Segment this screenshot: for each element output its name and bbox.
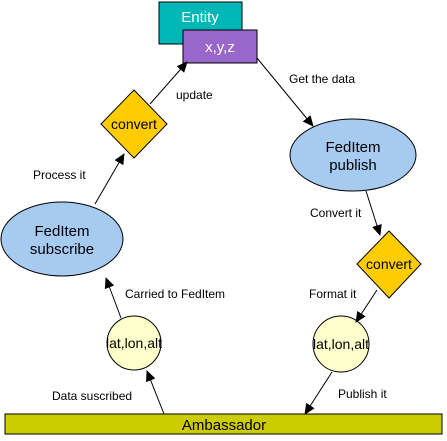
- convert-diamond-left: [100, 89, 168, 159]
- feditem-publish-line2: publish: [329, 157, 377, 174]
- latlon-right-label: lat,lon,alt: [313, 336, 369, 352]
- edge-label-data-subscribed: Data suscribed: [52, 389, 132, 403]
- entity-label: Entity: [181, 9, 219, 26]
- edge-label-carried: Carried to FedItem: [125, 287, 225, 301]
- ambassador-label: Ambassador: [182, 417, 266, 434]
- convert-left-label: convert: [111, 116, 157, 132]
- edge-publish-to-convert: [365, 190, 382, 236]
- edge-xyz-to-publish: [256, 57, 314, 127]
- edge-label-format: Format it: [309, 287, 357, 301]
- latlon-circle-right: [312, 315, 370, 373]
- edge-label-publish: Publish it: [338, 387, 387, 401]
- edge-label-process: Process it: [33, 168, 86, 182]
- edge-latlon-to-ambassador: [304, 371, 333, 415]
- feditem-subscribe-line2: subscribe: [30, 241, 94, 258]
- xyz-box: [182, 29, 258, 64]
- convert-diamond-right: [356, 230, 422, 299]
- edge-convert-to-xyz: [149, 61, 188, 105]
- latlon-circle-left: [106, 315, 162, 371]
- feditem-publish-ellipse: [289, 118, 417, 192]
- xyz-label: x,y,z: [205, 39, 235, 56]
- feditem-publish-line1: FedItem: [325, 139, 380, 156]
- edge-label-convert-it: Convert it: [310, 206, 362, 220]
- latlon-left-label: lat,lon,alt: [106, 335, 162, 351]
- feditem-subscribe-ellipse: [0, 201, 124, 277]
- edge-subscribe-to-convert: [94, 153, 125, 205]
- edge-convert-to-latlon: [355, 289, 378, 323]
- edge-latlon-to-subscribe: [104, 277, 122, 319]
- convert-right-label: convert: [366, 256, 412, 272]
- edge-ambassador-to-latlon: [146, 370, 165, 415]
- edge-label-update: update: [176, 88, 213, 102]
- feditem-subscribe-line1: FedItem: [34, 223, 89, 240]
- ambassador-bar: [4, 413, 443, 435]
- edge-label-get-data: Get the data: [289, 72, 355, 86]
